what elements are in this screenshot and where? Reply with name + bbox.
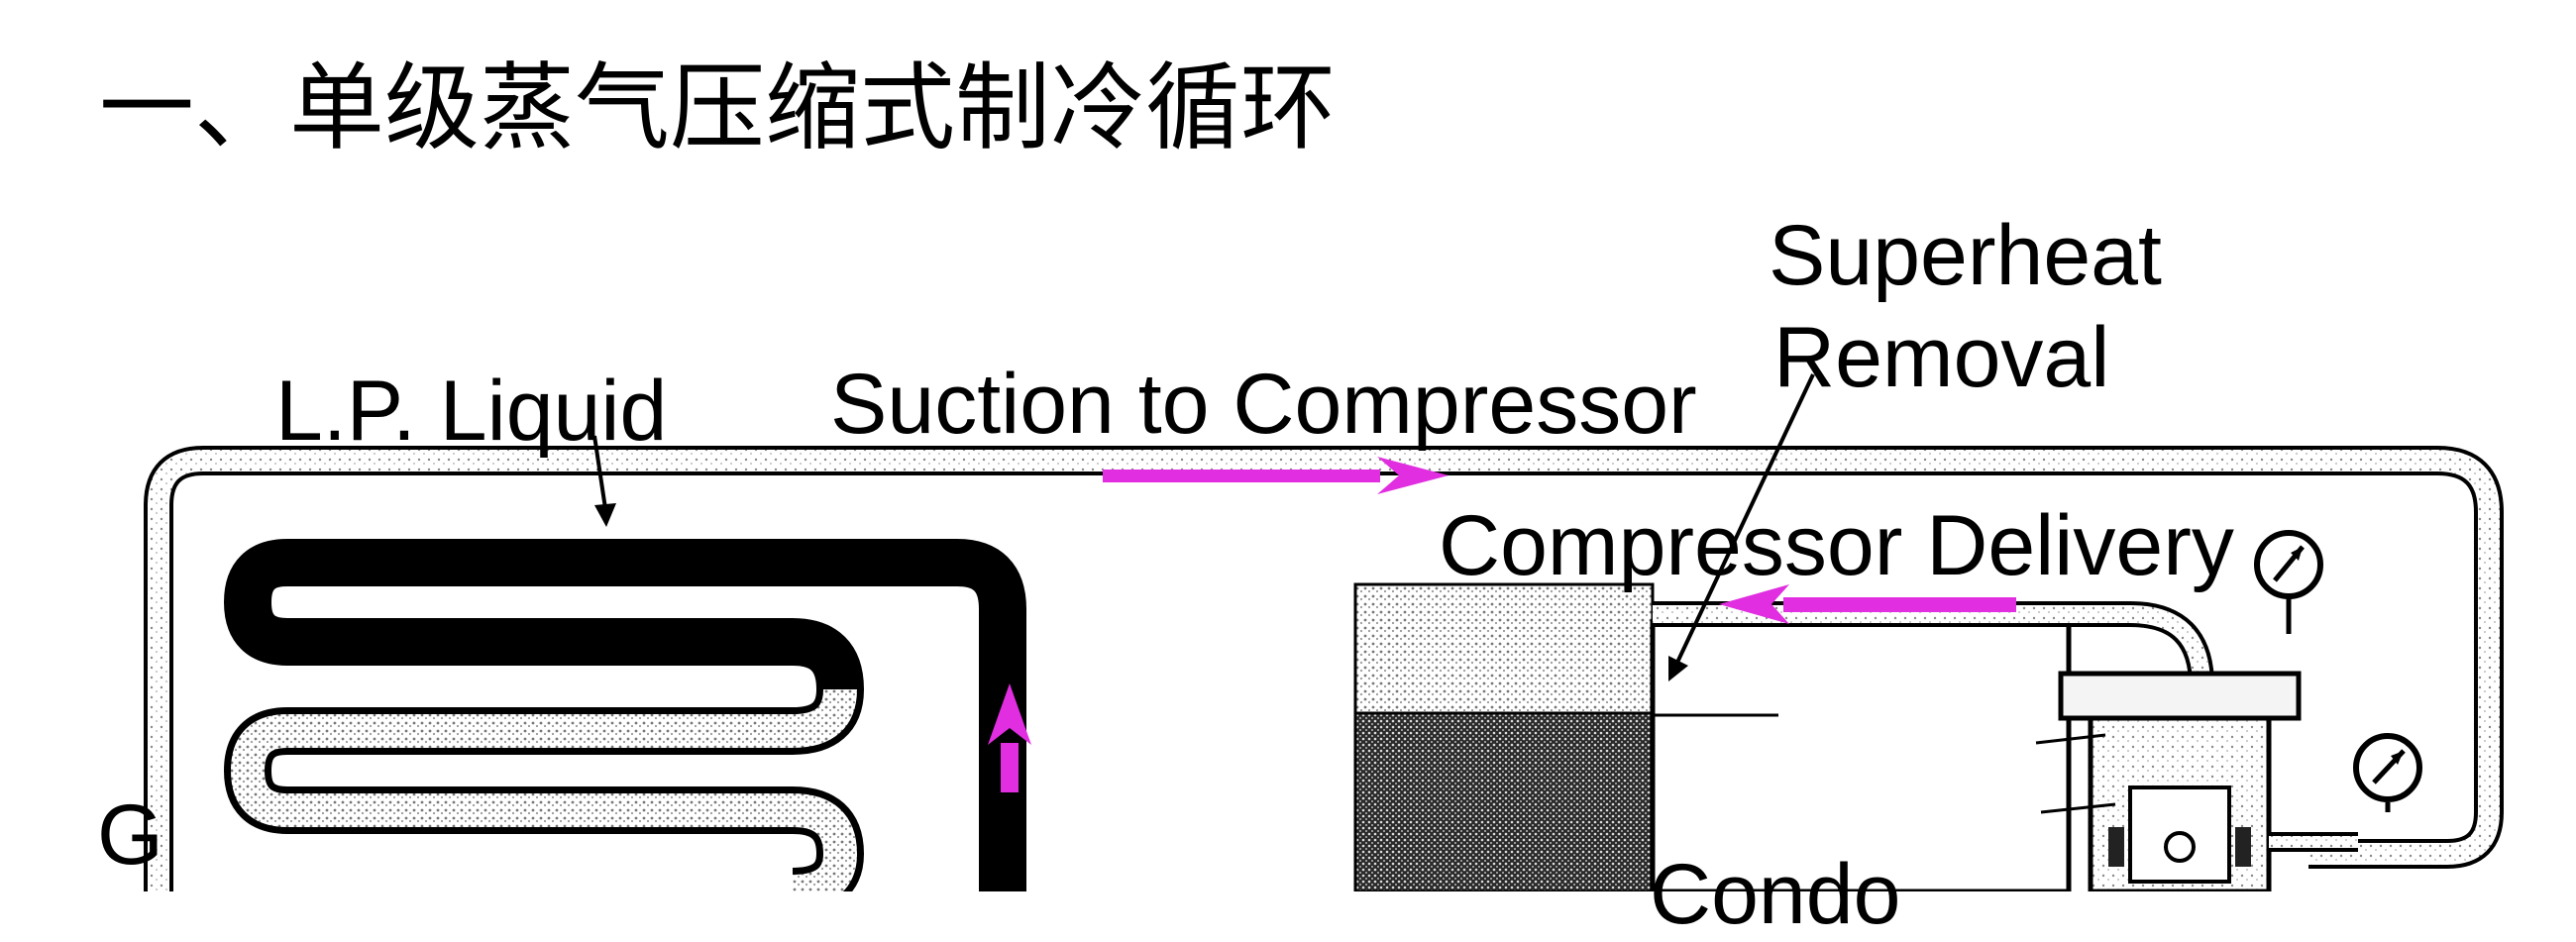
label-condenser: Condo xyxy=(1650,847,1901,942)
leader-arrow-icon xyxy=(592,435,616,527)
label-left-edge: G xyxy=(97,787,163,883)
condenser-block xyxy=(1353,582,2072,891)
label-lp-liquid: L.P. Liquid xyxy=(275,364,668,459)
flow-arrow-icon xyxy=(988,683,1031,792)
flow-arrow-icon xyxy=(1103,457,1449,494)
compressor xyxy=(2035,671,2358,891)
label-superheat: Superheat xyxy=(1769,208,2162,303)
label-compressor-delivery: Compressor Delivery xyxy=(1439,498,2234,593)
label-removal: Removal xyxy=(1773,310,2110,405)
leader-arrow-icon xyxy=(1668,373,1815,681)
refrigeration-cycle-diagram xyxy=(144,373,2504,891)
page-title: 一、单级蒸气压缩式制冷循环 xyxy=(99,52,1336,163)
pressure-gauge-icon xyxy=(2353,733,2422,812)
label-suction-to-compressor: Suction to Compressor xyxy=(830,357,1697,452)
pressure-gauge-icon xyxy=(2254,530,2323,634)
flow-arrow-icon xyxy=(1719,584,2016,624)
outer-loop-pipe xyxy=(144,446,2504,891)
evaporator-coil xyxy=(224,539,1026,891)
